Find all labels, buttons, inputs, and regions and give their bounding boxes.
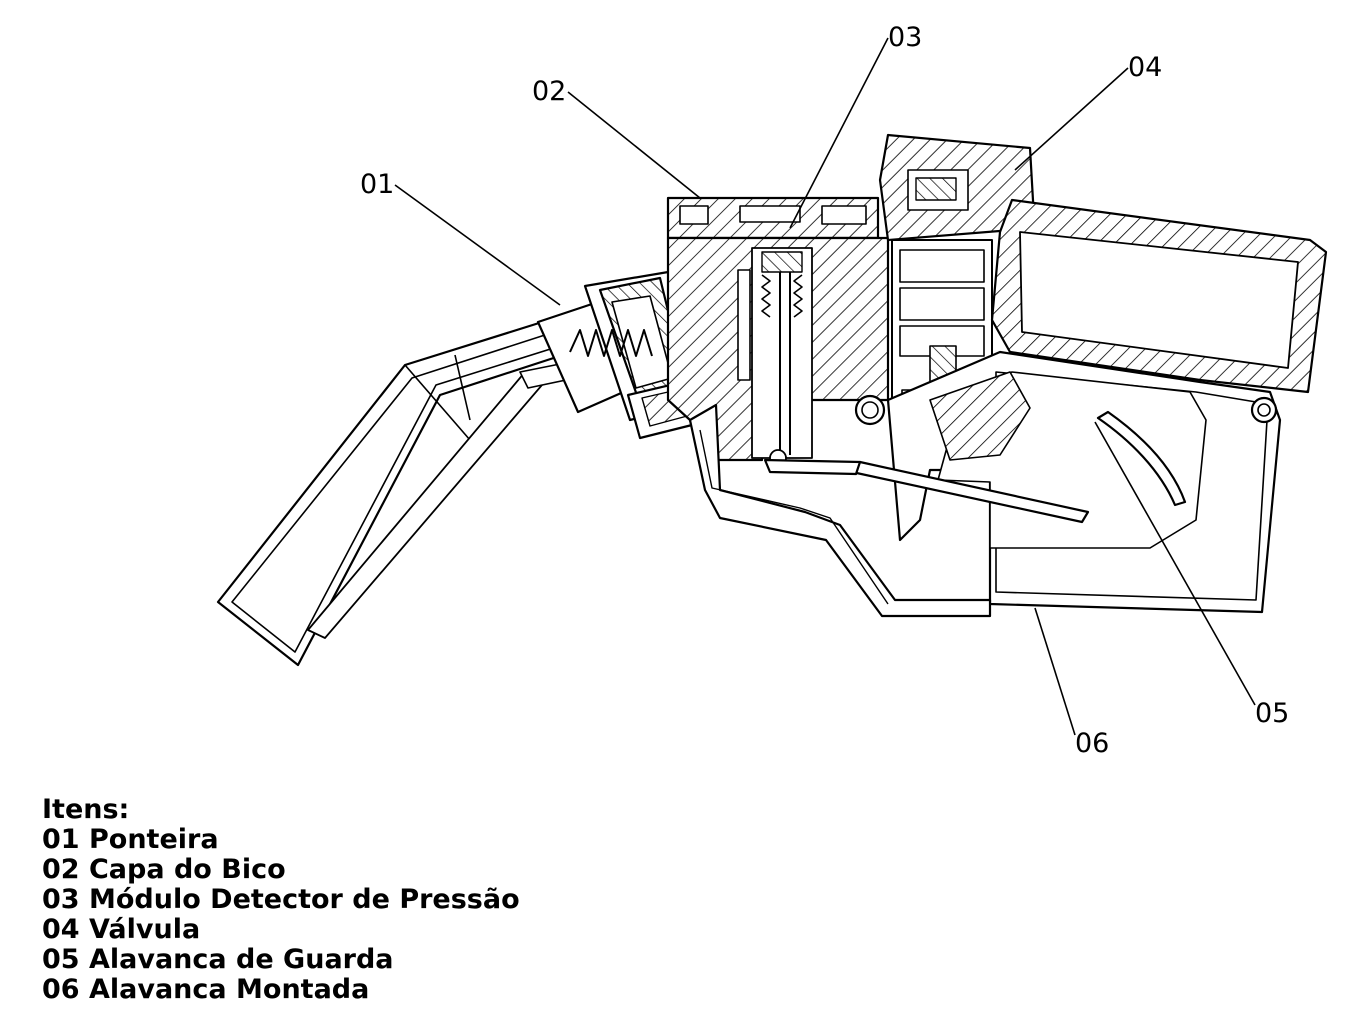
callout-06: 06 (1075, 728, 1109, 759)
legend-item: 02 Capa do Bico (42, 854, 286, 885)
spout-tube (216, 316, 574, 667)
callout-04: 04 (1128, 52, 1162, 83)
legend-title: Itens: (42, 794, 130, 825)
callout-01: 01 (360, 169, 394, 200)
callout-02: 02 (532, 76, 566, 107)
items-legend: Itens: 01 Ponteira 02 Capa do Bico 03 Mó… (42, 795, 520, 1005)
callout-05: 05 (1255, 698, 1289, 729)
callout-03: 03 (888, 22, 922, 53)
nozzle-body (666, 133, 1328, 618)
legend-item: 01 Ponteira (42, 824, 219, 855)
legend-item: 04 Válvula (42, 914, 201, 945)
leader-lines (394, 37, 1256, 736)
legend-item: 03 Módulo Detector de Pressão (42, 884, 520, 915)
legend-item: 05 Alavanca de Guarda (42, 944, 394, 975)
nozzle-drawing: 01 02 03 04 05 06 (216, 22, 1328, 759)
legend-item: 06 Alavanca Montada (42, 974, 370, 1005)
